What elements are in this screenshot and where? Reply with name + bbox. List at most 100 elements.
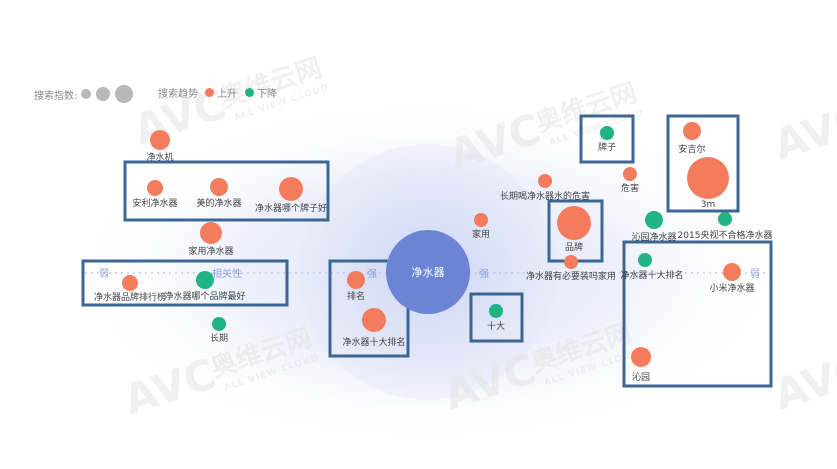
keyword-bubble[interactable] [362, 308, 386, 332]
keyword-point[interactable]: 净水器十大排名 [620, 253, 684, 281]
keyword-point[interactable]: 沁园 [631, 347, 651, 383]
axis-label: 弱 [99, 268, 109, 280]
keyword-label: 十大 [487, 320, 505, 332]
trend-up-label: 上升 [217, 89, 237, 100]
keyword-bubble[interactable] [718, 212, 732, 226]
keyword-point[interactable]: 品牌 [557, 206, 591, 253]
axis-label: 弱 [750, 268, 760, 280]
axis-label: 强 [479, 268, 489, 280]
keyword-bubble[interactable] [687, 157, 729, 199]
keyword-label: 排名 [347, 290, 365, 302]
keyword-point[interactable]: 沁园净水器 [631, 211, 677, 243]
highlight-box [469, 292, 524, 343]
watermark-logo: AVC [768, 94, 837, 169]
keyword-point[interactable]: 危害 [621, 167, 639, 194]
keyword-label: 长期喝净水器水的危害 [500, 190, 590, 202]
highlight-box [622, 240, 773, 388]
keyword-bubble[interactable] [723, 263, 741, 281]
keyword-bubble[interactable] [279, 177, 303, 201]
keyword-point[interactable]: 净水器十大排名 [342, 308, 406, 348]
keyword-label: 小米净水器 [709, 282, 754, 294]
keyword-point[interactable]: 十大 [487, 304, 505, 332]
keyword-label: 净水器有必要装吗家用 [526, 270, 616, 282]
size-medium-swatch [96, 87, 111, 101]
keyword-point[interactable]: 安吉尔 [678, 122, 706, 155]
highlight-box [666, 114, 740, 213]
keyword-label: 净水机 [146, 151, 173, 163]
keyword-label: 美的净水器 [196, 197, 241, 209]
keyword-bubble[interactable] [122, 275, 138, 291]
keyword-point[interactable]: 排名 [347, 271, 365, 302]
keyword-bubble[interactable] [683, 122, 701, 140]
keyword-label: 家用 [472, 228, 490, 240]
keyword-point[interactable]: 家用净水器 [188, 222, 234, 257]
keyword-bubble[interactable] [600, 126, 614, 140]
keyword-point[interactable]: 净水器有必要装吗家用 [526, 255, 616, 282]
keyword-label: 净水器十大排名 [620, 269, 683, 281]
size-legend-label: 搜索指数: [34, 90, 78, 102]
keyword-label: 净水器十大排名 [342, 336, 405, 348]
keyword-label: 牌子 [598, 141, 616, 153]
keyword-point[interactable]: 安利净水器 [132, 180, 178, 209]
highlight-box [81, 259, 289, 307]
highlight-box [123, 160, 330, 222]
size-legend: 搜索指数: [34, 85, 134, 103]
keyword-label: 3m [701, 200, 716, 210]
keyword-bubble[interactable] [638, 253, 652, 267]
keyword-label: 2015央视不合格净水器 [678, 229, 773, 241]
keyword-point[interactable]: 长期喝净水器水的危害 [500, 174, 590, 202]
keyword-label: 净水器哪个牌子好 [255, 202, 327, 214]
keyword-label: 危害 [621, 182, 639, 194]
keyword-label: 净水器品牌排行榜 [94, 291, 166, 303]
keyword-point[interactable]: 美的净水器 [196, 178, 242, 209]
keyword-bubble[interactable] [623, 167, 637, 181]
trend-legend: 搜索趋势 上升 下降 [158, 85, 277, 100]
keyword-label: 品牌 [565, 241, 583, 253]
keyword-bubble[interactable] [147, 180, 163, 196]
keyword-bubble[interactable] [538, 174, 552, 188]
keyword-label: 安利净水器 [132, 197, 177, 209]
axis-label: 相关性 [212, 267, 242, 280]
keyword-point[interactable]: 净水器哪个牌子好 [255, 177, 327, 214]
keyword-bubble[interactable] [212, 317, 226, 331]
keyword-bubble[interactable] [347, 271, 365, 289]
keyword-bubble[interactable] [200, 222, 222, 244]
keyword-label: 家用净水器 [188, 245, 233, 257]
size-small-swatch [81, 89, 92, 99]
keyword-point[interactable]: 净水器品牌排行榜 [94, 275, 166, 303]
center-keyword-label: 净水器 [412, 265, 445, 279]
trend-up-swatch [205, 88, 214, 97]
keyword-bubble[interactable] [631, 347, 651, 367]
keyword-point[interactable]: 小米净水器 [709, 263, 755, 294]
keyword-bubble[interactable] [474, 213, 488, 227]
keyword-bubble[interactable] [645, 211, 663, 229]
keyword-label: 长期 [210, 332, 228, 344]
keyword-point[interactable]: 长期 [210, 317, 228, 344]
keyword-point[interactable]: 净水机 [146, 130, 174, 163]
trend-down-swatch [245, 88, 254, 97]
keyword-bubble[interactable] [210, 178, 228, 196]
keyword-point[interactable]: 家用 [472, 213, 490, 240]
keyword-label: 沁园 [632, 372, 650, 383]
keyword-label: 沁园净水器 [631, 231, 676, 243]
trend-legend-label: 搜索趋势 [158, 89, 198, 100]
keyword-point[interactable]: 牌子 [598, 126, 616, 153]
keyword-point[interactable]: 3m [687, 157, 729, 210]
keyword-point[interactable]: 净水器哪个品牌最好 [164, 271, 246, 302]
keyword-point[interactable]: 2015央视不合格净水器 [678, 212, 773, 241]
keyword-bubble[interactable] [489, 304, 503, 318]
highlight-box [579, 114, 635, 164]
keyword-label: 净水器哪个品牌最好 [164, 290, 245, 302]
size-large-swatch [115, 85, 134, 103]
axis-label: 强 [367, 268, 377, 280]
keyword-bubble[interactable] [564, 255, 578, 269]
keyword-bubble[interactable] [196, 271, 214, 289]
keyword-bubble[interactable] [150, 130, 170, 150]
center-keyword-bubble[interactable] [386, 230, 470, 314]
keyword-label: 安吉尔 [678, 143, 705, 155]
keyword-bubble[interactable] [557, 206, 591, 240]
watermark-logo: AVC [768, 344, 837, 419]
